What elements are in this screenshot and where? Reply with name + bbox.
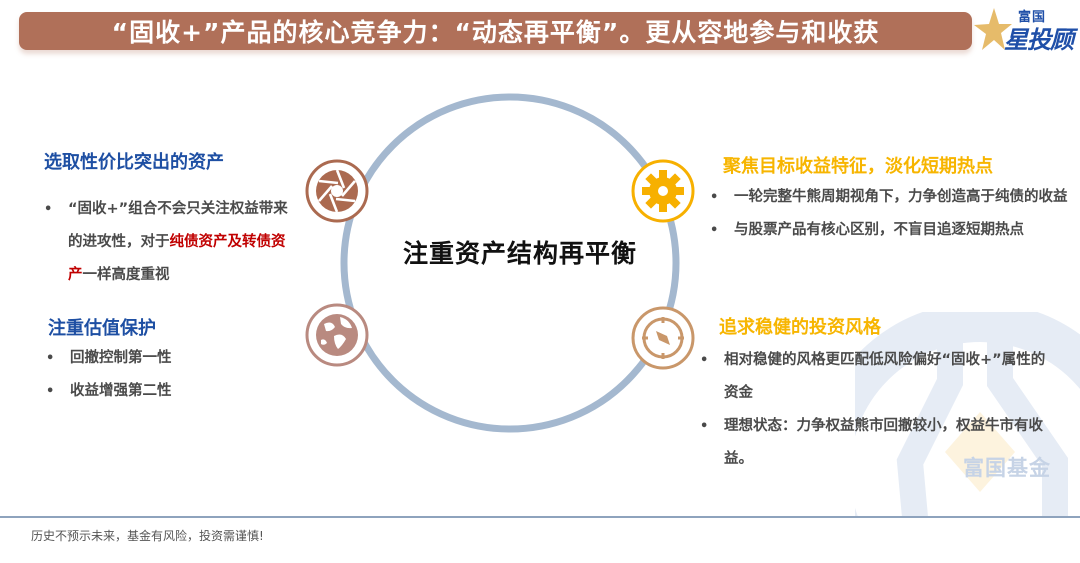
- gear-icon: [631, 159, 695, 223]
- list-item: 收益增强第二性: [46, 375, 286, 408]
- list-item: “固收+”组合不会只关注权益带来的进攻性，对于纯债资产及转债资产一样高度重视: [44, 193, 296, 292]
- brand-logo: 富国 星投顾: [968, 2, 1076, 54]
- section-heading-steady-style: 追求稳健的投资风格: [719, 317, 881, 338]
- star-logo-icon: [974, 8, 1012, 50]
- asset-selection-bullets: “固收+”组合不会只关注权益带来的进攻性，对于纯债资产及转债资产一样高度重视: [44, 193, 296, 292]
- target-return-bullets: 一轮完整牛熊周期视角下，力争创造高于纯债的收益 与股票产品有核心区别，不盲目追逐…: [710, 181, 1072, 247]
- list-item: 理想状态：力争权益熊市回撤较小，权益牛市有收益。: [700, 410, 1050, 476]
- title-banner: “固收+”产品的核心竞争力：“动态再平衡”。更从容地参与和收获: [19, 12, 972, 50]
- compass-icon: [631, 306, 695, 370]
- highlight-text: 纯债资产及转债资产: [68, 234, 286, 283]
- valuation-protection-bullets: 回撤控制第一性 收益增强第二性: [46, 342, 286, 408]
- camera-aperture-icon: [305, 159, 369, 223]
- logo-brand-big: 星投顾: [1004, 26, 1074, 54]
- logo-brand-small: 富国: [1018, 10, 1047, 25]
- steady-style-bullets: 相对稳健的风格更匹配低风险偏好“固收+”属性的资金 理想状态：力争权益熊市回撤较…: [700, 344, 1050, 476]
- list-item: 一轮完整牛熊周期视角下，力争创造高于纯债的收益: [710, 181, 1072, 214]
- list-item: 相对稳健的风格更匹配低风险偏好“固收+”属性的资金: [700, 344, 1050, 410]
- globe-icon: [305, 303, 369, 367]
- section-heading-target-return: 聚焦目标收益特征，淡化短期热点: [723, 156, 993, 177]
- list-item: 与股票产品有核心区别，不盲目追逐短期热点: [710, 214, 1072, 247]
- section-heading-valuation-protection: 注重估值保护: [48, 318, 156, 339]
- center-label: 注重资产结构再平衡: [402, 239, 637, 268]
- footer-divider: [0, 516, 1080, 518]
- risk-disclaimer: 历史不预示未来，基金有风险，投资需谨慎!: [31, 529, 264, 543]
- page-title: “固收+”产品的核心竞争力：“动态再平衡”。更从容地参与和收获: [111, 18, 880, 47]
- list-item: 回撤控制第一性: [46, 342, 286, 375]
- section-heading-asset-selection: 选取性价比突出的资产: [44, 152, 224, 173]
